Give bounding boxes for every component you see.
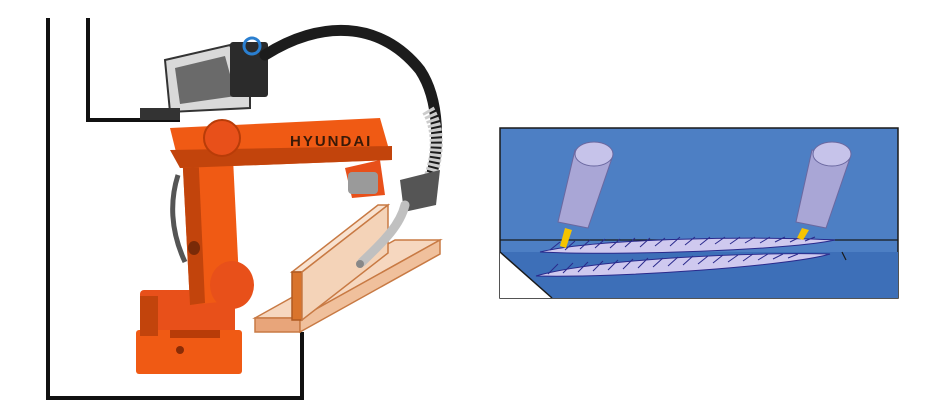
torch-right-tip [797, 228, 809, 240]
torch-left-tip [560, 228, 572, 248]
robot-lower-arm [170, 138, 254, 309]
base-lower [136, 330, 242, 374]
inset-edge-diagonal [499, 251, 553, 299]
web-plate-end [291, 271, 303, 321]
robot-upper-arm: HYUNDAI [170, 118, 392, 198]
cable-outer-loop [46, 18, 304, 400]
torch-tip [356, 260, 364, 268]
feeder-motor [230, 42, 268, 97]
lower-arm-shade [182, 148, 205, 305]
weld-detail-inset [499, 127, 899, 299]
arm-label-plate [188, 241, 200, 255]
brand-label: HYUNDAI [290, 133, 372, 150]
base-plate-front [299, 238, 441, 334]
inset-tick-mark [841, 251, 847, 261]
arm-hose [170, 174, 188, 264]
feeder-window [175, 56, 236, 104]
feeder-spool-ring [242, 36, 262, 56]
workpiece-t-joint [252, 203, 443, 334]
shoulder-joint [210, 261, 254, 309]
torch-cable [259, 24, 442, 186]
elbow-joint [203, 119, 241, 157]
base-shade [140, 296, 158, 336]
torch-left-cap [574, 141, 614, 167]
wrist-flange [348, 172, 378, 194]
base-bolt [176, 346, 184, 354]
torch-left [557, 141, 614, 248]
base-seam [170, 330, 220, 338]
inset-plate-face [500, 252, 898, 298]
torch-neck-housing [400, 170, 440, 212]
torch-assembly [259, 24, 443, 268]
web-plate-side [301, 203, 389, 322]
weld-bead-upper [539, 236, 836, 254]
weld-bead-lower [535, 253, 831, 277]
torch-right [795, 141, 852, 240]
wire-feeder [140, 36, 268, 120]
torch-right-cap [812, 141, 852, 167]
feeder-mount [140, 108, 180, 120]
torch-gooseneck [357, 200, 410, 267]
bead-upper-ripples [549, 236, 816, 251]
bead-lower-ripples [547, 253, 799, 275]
